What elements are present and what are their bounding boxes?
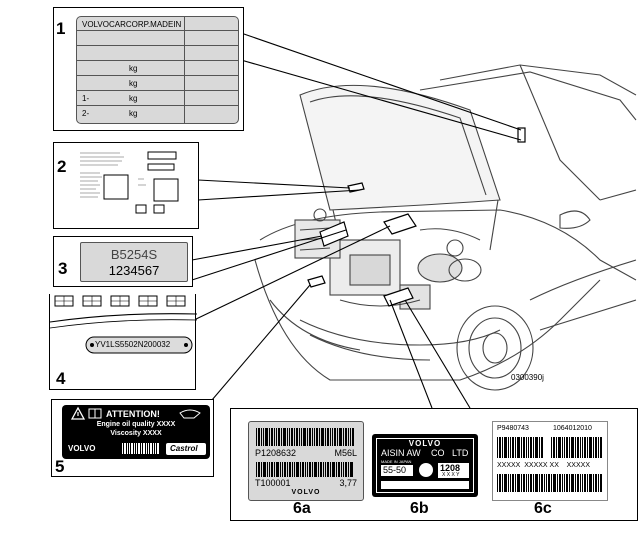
type-plate-row bbox=[77, 30, 238, 31]
panel-3-number: 3 bbox=[58, 259, 68, 278]
castrol-logo: Castrol bbox=[170, 444, 198, 453]
label-6b-code-box bbox=[438, 463, 469, 478]
type-plate-divider bbox=[184, 17, 185, 123]
label-6b-bottom-bar bbox=[381, 481, 469, 489]
label-6a-model: M56L bbox=[334, 448, 357, 458]
panel-1-type-plate: 1 VOLVOCARCORP.MADEIN kg kg 1- kg 2- kg bbox=[53, 7, 244, 131]
panel-3-engine-label: 3 B5254S 1234567 bbox=[53, 236, 193, 287]
label-6a-serial: T100001 bbox=[255, 478, 291, 488]
row-unit: kg bbox=[129, 109, 138, 118]
label-6b-maker: AISIN AW bbox=[381, 448, 421, 458]
label-6b-brand: VOLVO bbox=[408, 439, 442, 448]
label-6c-code-left: P9480743 bbox=[497, 425, 529, 432]
label-6c-code-right: 1064012010 bbox=[553, 425, 592, 432]
figure-code: 0300390j bbox=[511, 373, 544, 382]
label-6b-circle bbox=[419, 463, 433, 477]
label-6c-barcodes bbox=[497, 437, 602, 492]
panel-6-transmission-labels: P1208632 M56L T100001 3,77 VOLVO 6a VOLV… bbox=[230, 408, 638, 521]
type-plate-header: VOLVOCARCORP.MADEIN bbox=[82, 20, 182, 29]
label-6a: P1208632 M56L T100001 3,77 VOLVO bbox=[248, 421, 364, 501]
caption-6a: 6a bbox=[293, 500, 311, 517]
panel-4-number: 4 bbox=[56, 369, 66, 388]
vin-windshield-graphic bbox=[50, 295, 197, 354]
label-6b-code: 1208 bbox=[440, 463, 461, 473]
panel-5-oil-label: 5 ATTENTION! bbox=[51, 399, 214, 477]
label-6a-value: 3,77 bbox=[339, 478, 357, 488]
label-6a-brand: VOLVO bbox=[291, 489, 321, 496]
vin-number: YV1LS5502N200032 bbox=[95, 340, 171, 349]
caption-6c: 6c bbox=[534, 500, 552, 517]
panel-1-number: 1 bbox=[56, 19, 66, 38]
type-plate-row bbox=[77, 75, 238, 76]
label-6b-co: CO bbox=[431, 448, 445, 458]
label-6b: VOLVO AISIN AW CO LTD MADE IN JAPAN 55-5… bbox=[372, 434, 478, 497]
type-plate: VOLVOCARCORP.MADEIN kg kg 1- kg 2- kg bbox=[76, 16, 239, 124]
type-plate-row bbox=[77, 105, 238, 106]
panel-2-label: 2 bbox=[53, 142, 199, 229]
oil-sticker-graphics bbox=[70, 406, 206, 455]
oil-viscosity-text: Viscosity XXXX bbox=[110, 430, 162, 437]
type-plate-row bbox=[77, 90, 238, 91]
row-prefix: 2- bbox=[82, 109, 90, 118]
label-6a-code: P1208632 bbox=[255, 448, 297, 458]
label-6b-ltd: LTD bbox=[452, 448, 469, 458]
type-plate-row bbox=[77, 45, 238, 46]
label-6c: P9480743 1064012010 XXXXX XXXXX XX XXXXX bbox=[492, 421, 608, 501]
type-plate-row bbox=[77, 60, 238, 61]
panel-2-sticker bbox=[80, 151, 179, 214]
label-6b-model-box bbox=[381, 465, 413, 476]
engine-type: B5254S bbox=[110, 247, 158, 262]
engine-code-plate: B5254S 1234567 bbox=[80, 242, 188, 282]
row-unit: kg bbox=[129, 94, 138, 103]
row-prefix: 1- bbox=[82, 94, 90, 103]
engine-number: 1234567 bbox=[108, 263, 160, 278]
label-6b-code-sub: X X X Y bbox=[442, 472, 460, 478]
label-6b-model: 55-50 bbox=[383, 465, 407, 475]
label-6a-barcodes bbox=[256, 428, 354, 477]
panel-4-vin: YV1LS5502N200032 4 bbox=[49, 294, 197, 390]
oil-sticker-title: ATTENTION! bbox=[106, 409, 160, 419]
caption-6b: 6b bbox=[410, 500, 429, 517]
label-6b-frame bbox=[376, 438, 474, 493]
oil-quality-text: Engine oil quality XXXX bbox=[96, 421, 176, 428]
row-unit: kg bbox=[129, 79, 138, 88]
oil-sticker: ATTENTION! Engine oil quality XXXX Visco… bbox=[62, 405, 210, 459]
panel-5-number: 5 bbox=[55, 457, 65, 476]
label-6b-made-in: MADE IN JAPAN bbox=[381, 459, 412, 464]
oil-sticker-volvo: VOLVO bbox=[68, 444, 96, 453]
panel-2-number: 2 bbox=[57, 157, 67, 176]
label-6c-row-text: XXXXX XXXXX XX XXXXX bbox=[497, 462, 590, 469]
row-unit: kg bbox=[129, 64, 138, 73]
